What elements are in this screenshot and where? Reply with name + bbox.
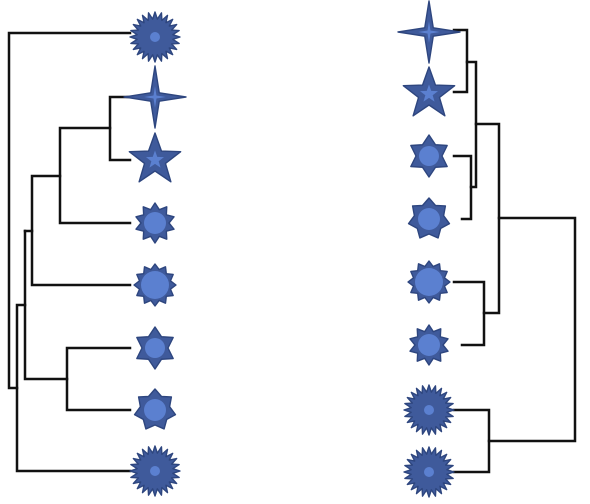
spiky-sun-icon <box>403 446 455 498</box>
shape-core <box>144 86 166 108</box>
left-tree-branches <box>7 31 132 473</box>
leaf-2 <box>402 66 456 117</box>
seven-point-blob-icon <box>133 388 177 430</box>
leaf-8 <box>129 445 181 497</box>
six-point-star-icon <box>136 326 174 370</box>
leaf-5 <box>407 260 451 304</box>
leaf-7 <box>403 384 455 436</box>
right-tree-leaves <box>397 0 461 498</box>
branch-line-1 <box>452 28 469 94</box>
shape-core <box>150 466 160 476</box>
shape-core <box>144 212 166 234</box>
branch-line-5 <box>23 229 69 381</box>
seven-point-blob-icon <box>407 197 451 239</box>
shape-core <box>418 334 440 356</box>
leaf-8 <box>403 446 455 498</box>
shape-core <box>146 150 164 168</box>
leaf-3 <box>128 132 182 183</box>
leaf-1 <box>397 0 461 64</box>
twelve-point-blob-icon <box>133 263 177 307</box>
shape-core <box>420 84 438 102</box>
shape-core <box>419 146 439 166</box>
five-point-star-icon <box>402 66 456 117</box>
branch-line-2 <box>58 126 132 225</box>
shape-core <box>424 467 434 477</box>
leaf-5 <box>133 263 177 307</box>
branch-line-3 <box>30 174 132 287</box>
shape-core <box>144 399 166 421</box>
shape-core <box>418 21 440 43</box>
branch-line-7 <box>15 303 132 473</box>
leaf-4 <box>135 202 175 244</box>
branch-line-1 <box>108 95 132 162</box>
six-point-star-icon <box>410 134 448 178</box>
shape-core <box>150 32 160 42</box>
leaf-6 <box>136 326 174 370</box>
five-point-star-icon <box>128 132 182 183</box>
leaf-7 <box>133 388 177 430</box>
leaf-4 <box>407 197 451 239</box>
ten-point-star-icon <box>409 324 449 366</box>
branch-line-5 <box>474 122 501 315</box>
branch-line-2 <box>452 154 473 221</box>
shape-core <box>415 268 443 296</box>
leaf-6 <box>409 324 449 366</box>
branch-line-4 <box>65 346 132 412</box>
leaf-1 <box>129 11 181 63</box>
spiky-sun-icon <box>403 384 455 436</box>
twelve-point-blob-icon <box>407 260 451 304</box>
four-point-star-icon <box>123 65 187 129</box>
shape-core <box>145 338 165 358</box>
branch-line-4 <box>452 280 486 347</box>
branch-line-7 <box>487 216 577 443</box>
four-point-star-icon <box>397 0 461 64</box>
shape-core <box>424 405 434 415</box>
shape-core <box>418 208 440 230</box>
spiky-sun-icon <box>129 445 181 497</box>
branch-line-8 <box>7 31 132 390</box>
ten-point-star-icon <box>135 202 175 244</box>
left-tree-leaves <box>123 11 187 497</box>
leaf-3 <box>410 134 448 178</box>
leaf-2 <box>123 65 187 129</box>
spiky-sun-icon <box>129 11 181 63</box>
right-tree <box>397 0 577 498</box>
branch-line-6 <box>452 408 491 474</box>
left-tree <box>7 11 187 497</box>
shape-core <box>141 271 169 299</box>
right-tree-branches <box>452 28 577 474</box>
